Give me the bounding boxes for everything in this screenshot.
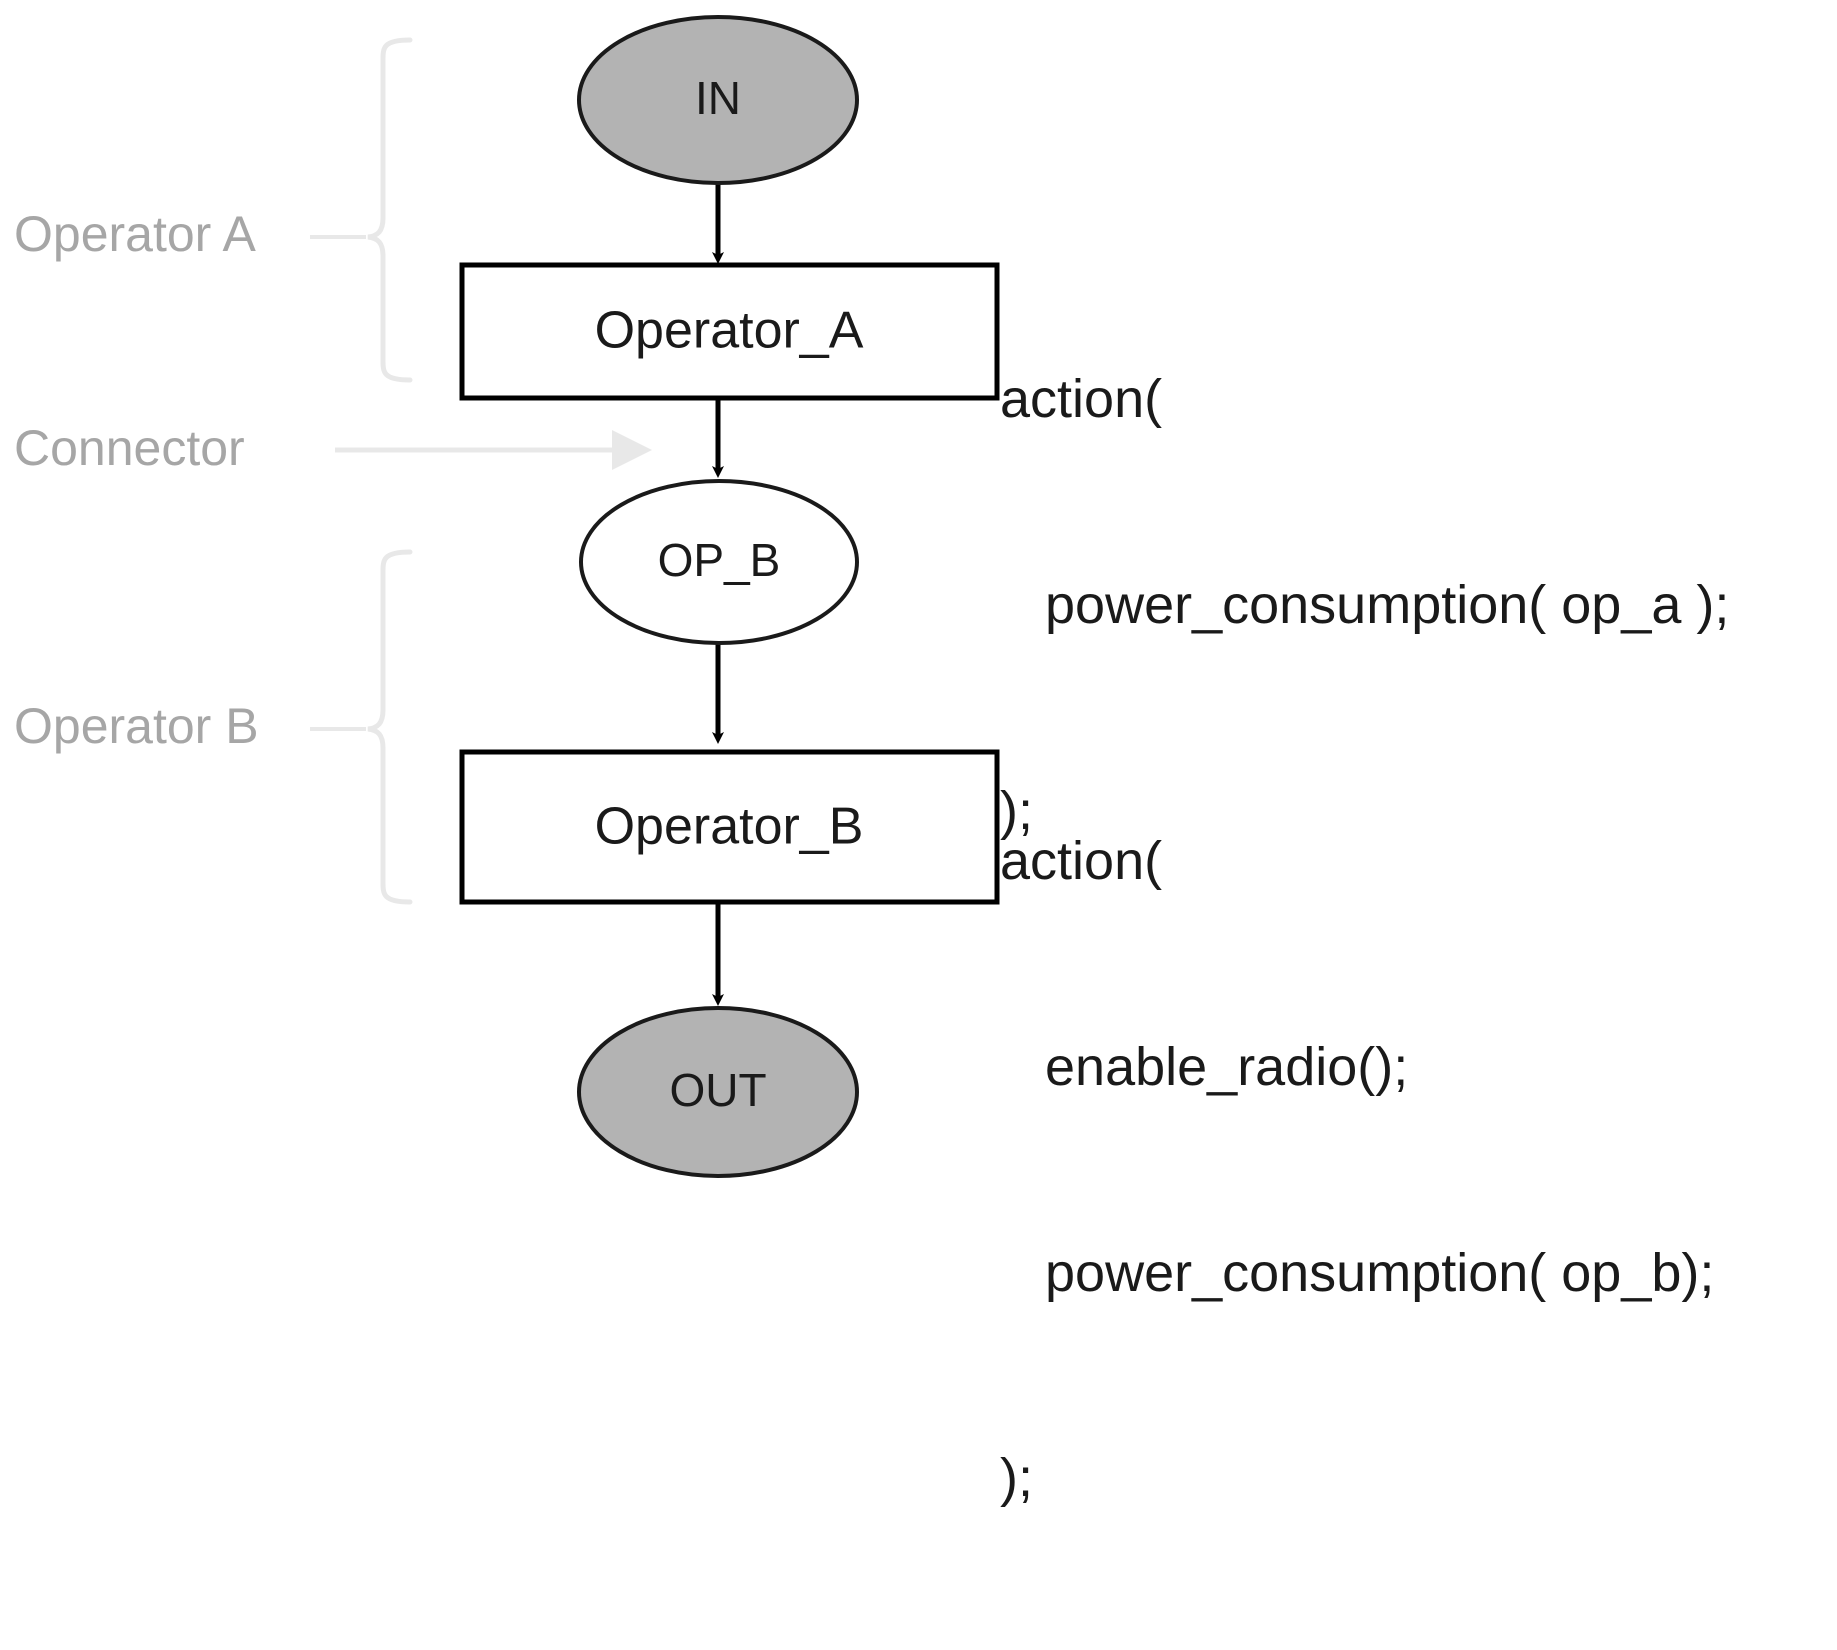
operator-a-annotation-label: Operator A — [14, 206, 256, 262]
annotation-connector: Connector — [14, 420, 652, 476]
code-block-operator-a: action( power_consumption( op_a ); ); — [1000, 228, 1729, 982]
operator-b-brace — [367, 549, 413, 905]
node-op-b-shape — [579, 479, 859, 645]
code-block-operator-b: action( enable_radio(); power_consumptio… — [1000, 690, 1714, 1650]
node-out-label: OUT — [669, 1064, 766, 1116]
node-operator-a[interactable]: Operator_A — [459, 262, 1000, 401]
operator-a-brace — [367, 37, 413, 383]
code-a-line-3: ); — [1000, 780, 1033, 841]
code-a-line-1: action( — [1000, 369, 1163, 430]
node-operator-a-label: Operator_A — [595, 302, 864, 360]
connector-annotation-label: Connector — [14, 420, 245, 476]
diagram-canvas: Operator A Connector Operator B IN Opera… — [14, 15, 1000, 1178]
node-out-shape — [577, 1006, 859, 1178]
node-operator-b-label: Operator_B — [595, 798, 864, 856]
code-b-line-3: power_consumption( op_b); — [1000, 1242, 1715, 1303]
node-operator-b-shape — [459, 749, 1000, 905]
code-b-line-2: enable_radio(); — [1000, 1036, 1409, 1097]
connector-arrow-head-icon — [612, 430, 652, 470]
flowchart-diagram: Operator A Connector Operator B IN Opera… — [14, 15, 1729, 1508]
annotation-operator-b: Operator B — [14, 549, 413, 905]
node-in-label: IN — [695, 72, 741, 124]
node-operator-b[interactable]: Operator_B — [459, 749, 1000, 905]
code-b-line-4: ); — [1000, 1448, 1033, 1509]
node-op-b-label: OP_B — [658, 534, 781, 586]
code-b-line-1: action( — [1000, 831, 1163, 892]
node-op-b[interactable]: OP_B — [579, 479, 859, 645]
node-out[interactable]: OUT — [577, 1006, 859, 1178]
node-in-shape — [577, 15, 859, 185]
node-in[interactable]: IN — [577, 15, 859, 185]
operator-b-annotation-label: Operator B — [14, 698, 259, 754]
annotation-operator-a: Operator A — [14, 37, 413, 383]
node-operator-a-shape — [459, 262, 1000, 401]
code-a-line-2: power_consumption( op_a ); — [1000, 574, 1730, 635]
